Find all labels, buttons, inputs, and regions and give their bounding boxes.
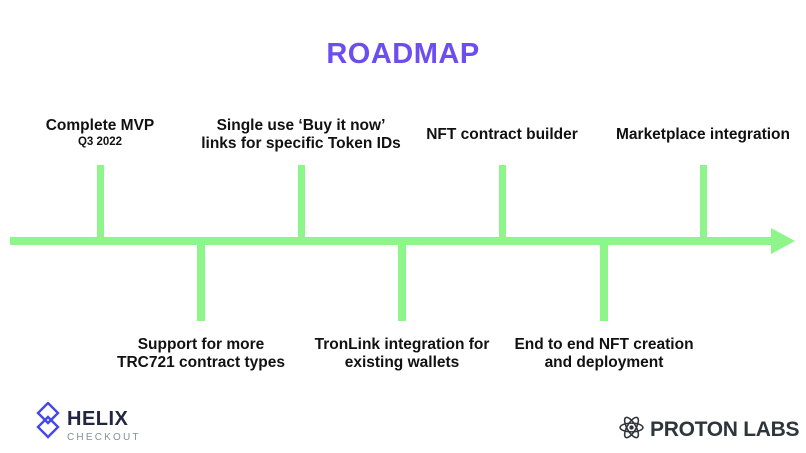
milestone-label: Support for more [137,336,265,353]
milestone-label: links for specific Token IDs [201,134,401,152]
milestone-tronlink-integration: TronLink integration for existing wallet… [297,336,507,371]
helix-subtitle: CHECKOUT [67,432,141,443]
timeline-tick-down-2 [398,239,406,321]
helix-logo-text: HELIX CHECKOUT [67,408,141,443]
timeline-arrowhead-icon [771,228,795,254]
page-title: ROADMAP [326,38,480,70]
milestone-buy-it-now-links: Single use ‘Buy it now’ links for specif… [186,117,416,152]
timeline-tick-up-3 [499,165,506,245]
timeline-tick-up-4 [700,165,707,245]
milestone-end-to-end-nft: End to end NFT creation and deployment [489,336,719,371]
milestone-label: TRC721 contract types [117,353,285,371]
timeline-tick-up-1 [97,165,104,245]
milestone-label: TronLink integration for [314,336,490,353]
timeline-tick-down-1 [197,239,205,321]
timeline-line [10,237,774,245]
timeline-tick-up-2 [298,165,305,245]
milestone-label: existing wallets [344,353,460,371]
milestone-label: Marketplace integration [616,126,790,143]
milestone-nft-contract-builder: NFT contract builder [402,126,602,144]
milestone-trc721-support: Support for more TRC721 contract types [96,336,306,371]
atom-icon [618,414,645,446]
milestone-label: and deployment [544,353,664,371]
milestone-complete-mvp: Complete MVP Q3 2022 [15,117,185,149]
milestone-sublabel: Q3 2022 [77,135,123,148]
helix-name: HELIX [67,408,129,430]
double-diamond-icon [36,401,60,449]
proton-name: PROTON LABS [650,418,800,441]
milestone-marketplace-integration: Marketplace integration [598,126,806,144]
proton-labs-logo: PROTON LABS [618,414,799,446]
milestone-label: NFT contract builder [426,126,578,143]
milestone-label: End to end NFT creation [514,336,694,353]
milestone-label: Single use ‘Buy it now’ [216,117,386,134]
timeline-tick-down-3 [600,239,608,321]
milestone-label: Complete MVP [45,117,155,134]
helix-checkout-logo: HELIX CHECKOUT [36,401,141,449]
